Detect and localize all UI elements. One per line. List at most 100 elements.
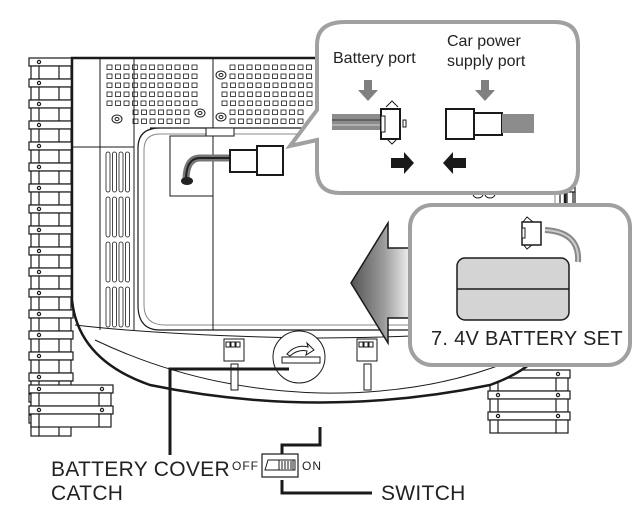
vent-square [297,118,304,124]
vent-square [166,109,173,115]
vent-slot [118,286,124,328]
vent-square [229,118,236,124]
latch-right [356,338,378,391]
vent-square [246,73,253,79]
vent-square [106,64,113,70]
vent-square [175,118,181,124]
vent-square [238,73,244,79]
track-link [28,309,74,319]
vent-square [174,100,181,106]
vent-square [166,73,172,79]
car-power-label-line1: Car power [447,33,521,50]
vent-square [272,118,278,124]
vent-square [132,82,138,88]
vent-square [183,100,189,106]
battery-cover-catch[interactable] [272,330,326,384]
vent-square [132,109,139,115]
power-switch[interactable] [261,453,299,478]
vent-square [263,109,270,115]
switch-off-label: OFF [232,459,259,473]
track-link [28,120,74,130]
vent-square [229,73,236,79]
vent-square [149,109,156,115]
vent-square [297,73,304,79]
vent-square [123,91,130,97]
vent-square [115,91,121,97]
vent-square [157,82,164,88]
vent-square [166,118,173,124]
vent-square [191,73,198,79]
vent-square [272,82,279,88]
vent-square [149,82,155,88]
vent-square [255,64,261,70]
vent-square [123,82,130,88]
track-link [28,225,74,235]
vent-square [166,100,172,106]
vent-square [123,100,130,106]
vent-square [140,64,147,70]
track-link [28,267,74,277]
vent-slot [125,151,130,193]
vent-square [158,118,164,124]
vent-square [246,109,253,115]
vent-slot [105,196,111,238]
vent-square [238,118,244,124]
battery-pack [456,216,582,321]
track-link [487,390,571,400]
vent-square [106,91,113,97]
vent-square [280,73,287,79]
vent-square [140,91,147,97]
vent-square [140,100,147,106]
switch-label: SWITCH [381,482,466,505]
vent-square [281,91,287,97]
vent-square [191,100,198,106]
vent-square [255,82,262,88]
vent-square [174,82,181,88]
vent-square [247,100,253,106]
track-link [28,99,74,109]
track-link [28,162,74,172]
vent-square [280,64,287,70]
vent-square [264,91,270,97]
vent-square [297,109,304,115]
track-link [28,246,74,256]
vent-square [174,64,181,70]
vent-slot [112,286,117,328]
vent-square [140,82,147,88]
vent-square [255,118,261,124]
vent-square [289,91,296,97]
vent-square [166,64,172,70]
vent-square [221,82,228,88]
vent-square [289,100,296,106]
track-link [28,204,74,214]
vent-square [280,109,287,115]
vent-square [230,91,236,97]
vent-square [191,64,198,70]
vent-square [255,91,262,97]
vent-square [191,82,198,88]
track-link [28,372,74,382]
vent-square [123,73,130,79]
vent-square [157,64,164,70]
vent-slot [118,151,124,193]
vent-square [272,73,278,79]
vent-square [255,73,261,79]
vent-square [141,118,147,124]
vent-slot [112,196,117,238]
vent-square [246,64,253,70]
vent-square [280,118,287,124]
vent-square [175,109,181,115]
vent-square [263,73,270,79]
battery-set-label: 7. 4V BATTERY SET [431,328,623,350]
track-link [28,78,74,88]
battery-cover-catch-label-line1: BATTERY COVER [51,458,230,481]
vent-square [115,82,121,88]
vent-square [123,64,130,70]
vent-square [263,64,270,70]
left-track [28,57,114,437]
vent-square [229,64,236,70]
switch-on-label: ON [302,459,322,473]
vent-square [306,73,312,79]
vent-square [289,73,295,79]
